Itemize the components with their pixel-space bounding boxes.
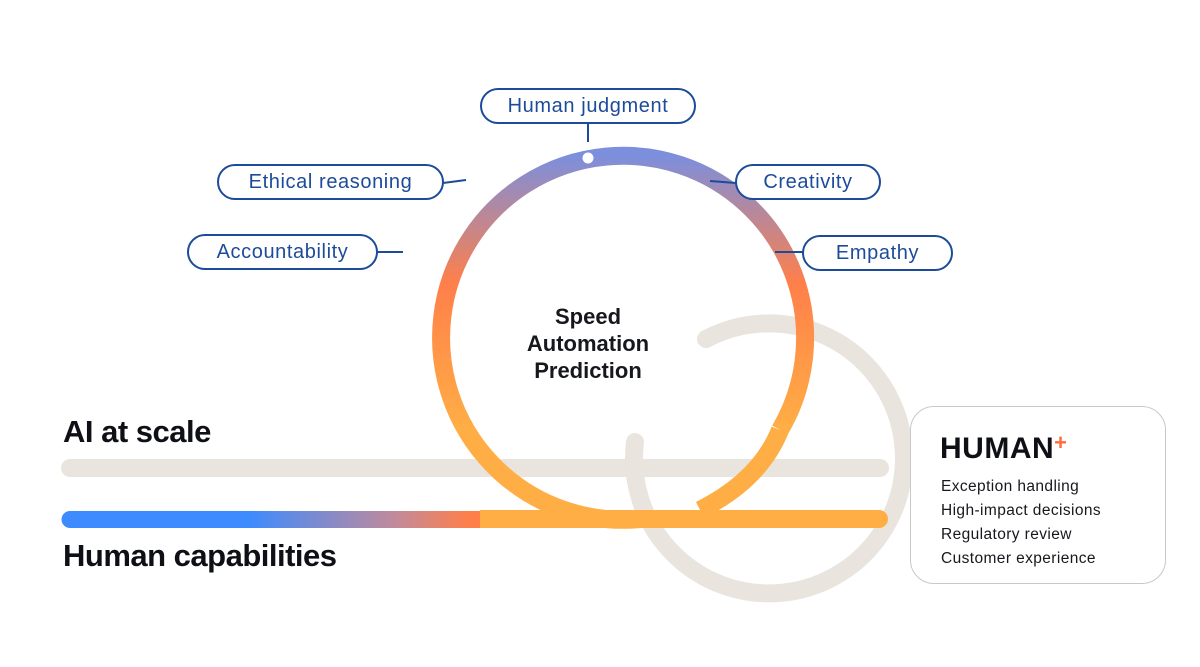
human-plus-card: HUMAN+ Exception handling High-impact de… (910, 406, 1166, 584)
human-track-fill (480, 510, 650, 528)
card-item-list: Exception handling High-impact decisions… (941, 475, 1101, 571)
pill-empathy: Empathy (802, 235, 953, 271)
card-item: High-impact decisions (941, 502, 1102, 519)
human-track (61, 511, 530, 528)
card-item: Customer experience (941, 550, 1096, 567)
node-empathy (749, 247, 761, 259)
ai-at-scale-label: AI at scale (63, 414, 211, 449)
human-plus-logo: HUMAN+ (940, 430, 1068, 465)
plus-icon: + (1054, 430, 1068, 455)
card-item: Regulatory review (941, 526, 1072, 543)
amber-join (695, 426, 789, 519)
node-creativity (680, 179, 692, 191)
pill-ethical-reasoning: Ethical reasoning (217, 164, 444, 200)
outer-gradient-ring (432, 146, 815, 529)
node-judgment (582, 152, 594, 164)
center-line-speed: Speed (554, 304, 622, 329)
inner-gray-ring (625, 314, 913, 603)
connector-creativity (709, 180, 737, 184)
pill-human-judgment: Human judgment (480, 88, 696, 124)
node-ethical (485, 179, 497, 191)
node-accountability (418, 246, 430, 258)
center-line-prediction: Prediction (534, 358, 642, 383)
card-item: Exception handling (941, 478, 1080, 495)
core-ai-capabilities: Speed Automation Prediction (488, 303, 688, 384)
human-capabilities-label: Human capabilities (63, 538, 337, 573)
pill-accountability: Accountability (187, 234, 378, 270)
brand-text: HUMAN (940, 432, 1055, 465)
center-line-automation: Automation (526, 331, 650, 356)
pill-creativity: Creativity (735, 164, 881, 200)
connector-ethical (442, 179, 467, 184)
